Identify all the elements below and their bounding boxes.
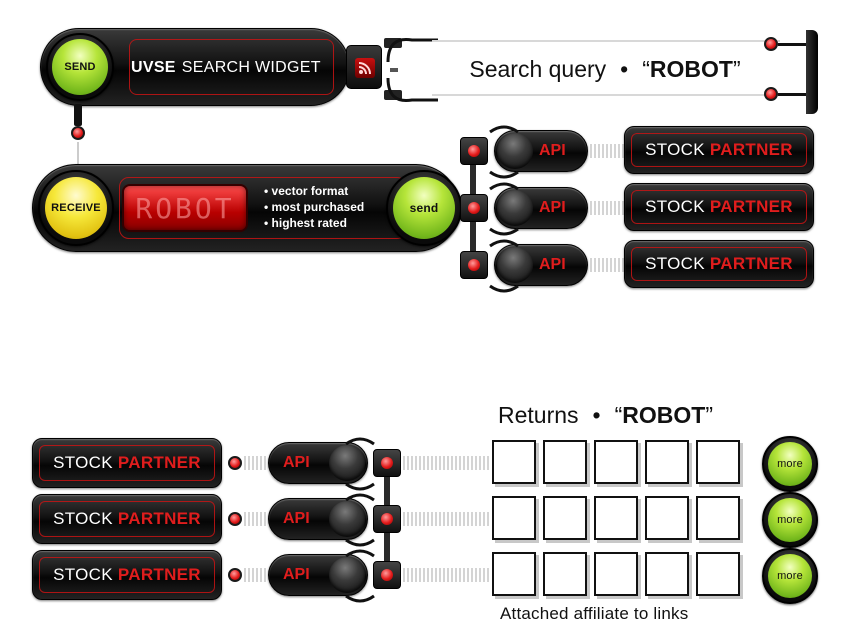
api-knob[interactable] xyxy=(329,501,365,537)
api-partner-connector xyxy=(590,144,624,158)
send-button[interactable]: SEND xyxy=(52,39,108,95)
feature-item: • most purchased xyxy=(264,200,365,214)
api-node xyxy=(373,505,401,533)
partner-api-connector xyxy=(244,512,268,526)
vertical-link-pin xyxy=(71,126,85,140)
feature-list: • vector format • most purchased • highe… xyxy=(264,183,364,231)
partner-pin xyxy=(228,512,242,526)
api-node xyxy=(373,449,401,477)
rss-connector xyxy=(384,37,438,103)
partner-api-connector xyxy=(244,568,268,582)
more-button[interactable]: more xyxy=(768,554,812,598)
led-display: ROBOT xyxy=(122,184,248,232)
more-button[interactable]: more xyxy=(768,498,812,542)
affiliate-link-box[interactable] xyxy=(543,496,587,540)
send-small-button[interactable]: send xyxy=(393,177,455,239)
search-query-band xyxy=(432,40,780,96)
feature-item: • vector format xyxy=(264,184,349,198)
affiliate-link-box[interactable] xyxy=(696,440,740,484)
affiliate-link-box[interactable] xyxy=(543,440,587,484)
affiliate-link-box[interactable] xyxy=(696,552,740,596)
api-node xyxy=(460,194,488,222)
affiliate-link-box[interactable] xyxy=(645,496,689,540)
affiliate-link-box[interactable] xyxy=(594,440,638,484)
api-node xyxy=(460,251,488,279)
rss-icon xyxy=(355,58,375,78)
api-knob[interactable] xyxy=(329,557,365,593)
search-query-text: Search query • “ ROBOT ” xyxy=(469,55,741,82)
api-knob[interactable] xyxy=(497,133,533,169)
affiliate-link-box[interactable] xyxy=(594,552,638,596)
partner-pin xyxy=(228,568,242,582)
api-knob[interactable] xyxy=(329,445,365,481)
affiliate-link-box[interactable] xyxy=(696,496,740,540)
affiliate-link-box[interactable] xyxy=(594,496,638,540)
affiliate-link-box[interactable] xyxy=(645,552,689,596)
query-pin-top xyxy=(764,37,778,51)
returns-heading: Returns • “ ROBOT ” xyxy=(498,401,714,428)
partner-pin xyxy=(228,456,242,470)
vertical-link xyxy=(74,104,82,126)
api-node xyxy=(460,137,488,165)
api-knob[interactable] xyxy=(497,190,533,226)
affiliate-link-box[interactable] xyxy=(645,440,689,484)
receive-button[interactable]: RECEIVE xyxy=(45,177,107,239)
partner-api-connector xyxy=(244,456,268,470)
api-node xyxy=(373,561,401,589)
api-bracket xyxy=(345,493,375,547)
affiliate-link-box[interactable] xyxy=(492,496,536,540)
api-bracket xyxy=(345,437,375,491)
api-bracket xyxy=(489,125,519,179)
widget-title: UVSE SEARCH WIDGET xyxy=(131,59,321,76)
node-box-connector xyxy=(403,512,489,526)
returns-footer: Attached affiliate to links xyxy=(500,604,689,623)
affiliate-link-box[interactable] xyxy=(543,552,587,596)
api-partner-connector xyxy=(590,201,624,215)
more-button[interactable]: more xyxy=(768,442,812,486)
node-box-connector xyxy=(403,456,489,470)
query-pin-bottom xyxy=(764,87,778,101)
feature-item: • highest rated xyxy=(264,216,347,230)
api-partner-connector xyxy=(590,258,624,272)
api-bracket xyxy=(489,182,519,236)
affiliate-link-box[interactable] xyxy=(492,552,536,596)
query-end-cap xyxy=(806,30,818,114)
node-box-connector xyxy=(403,568,489,582)
rss-button[interactable] xyxy=(346,45,382,89)
api-bracket xyxy=(345,549,375,603)
api-knob[interactable] xyxy=(497,247,533,283)
api-bracket xyxy=(489,239,519,293)
affiliate-link-box[interactable] xyxy=(492,440,536,484)
